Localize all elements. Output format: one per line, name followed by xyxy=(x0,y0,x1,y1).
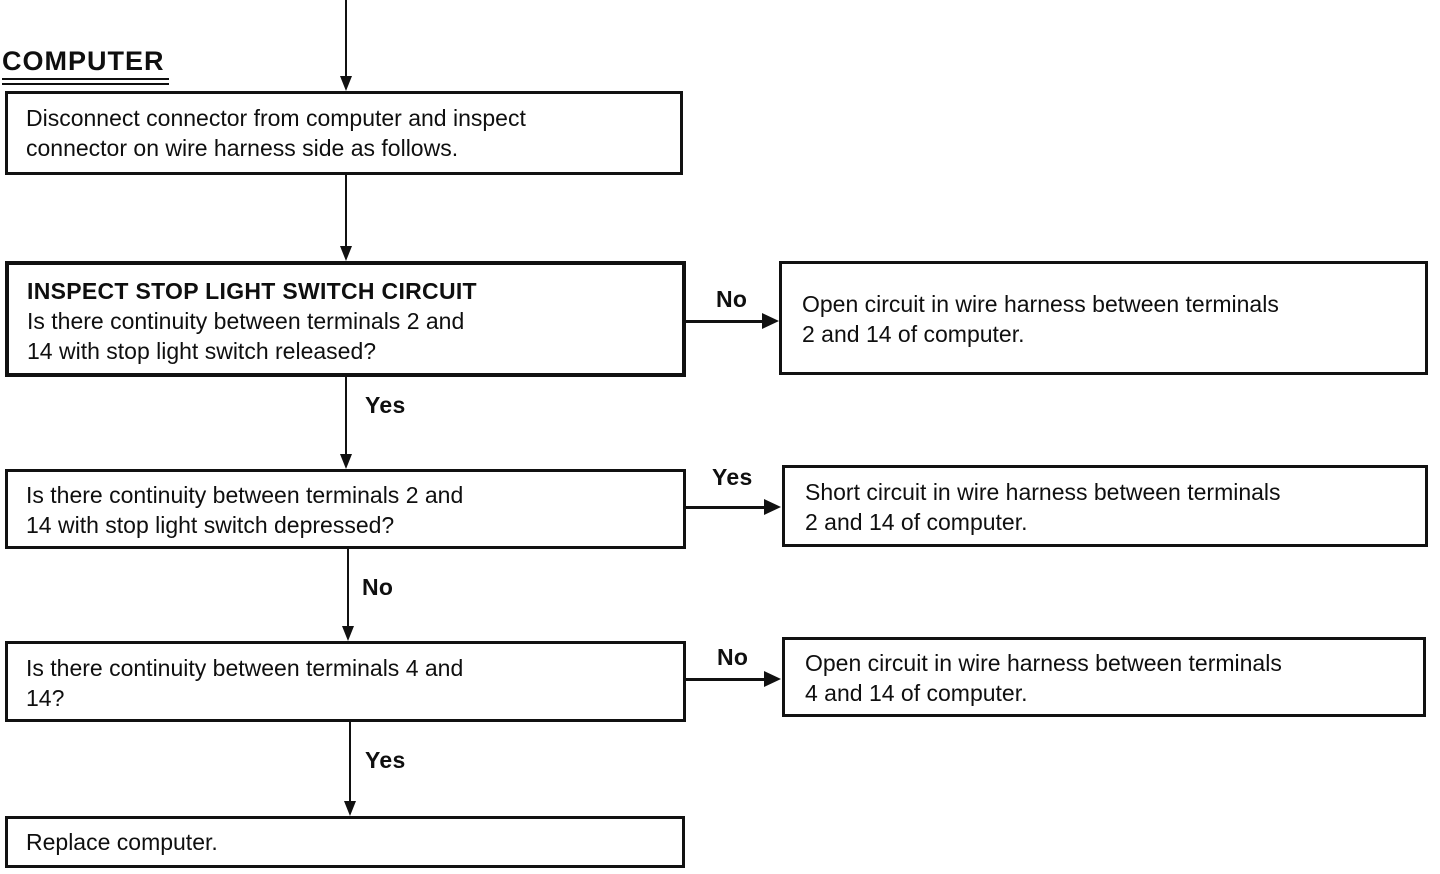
flow-node-text: 2 and 14 of computer. xyxy=(805,509,1028,535)
branch-label-yes: Yes xyxy=(365,747,406,773)
arrow-right-icon xyxy=(764,671,781,687)
flow-node-text: Open circuit in wire harness between ter… xyxy=(805,650,1282,676)
branch-label-no: No xyxy=(362,574,394,600)
connector-line xyxy=(349,722,351,801)
connector-line xyxy=(347,549,349,626)
arrow-down-icon xyxy=(340,246,352,261)
branch-label-no: No xyxy=(716,286,748,312)
flow-node-text: Is there continuity between terminals 4 … xyxy=(26,655,464,681)
flow-node-text: Is there continuity between terminals 2 … xyxy=(27,308,465,334)
branch-line xyxy=(686,678,766,681)
flow-node-text: Replace computer. xyxy=(26,829,218,855)
connector-line xyxy=(345,377,347,454)
flow-node-text: Short circuit in wire harness between te… xyxy=(805,479,1281,505)
arrow-right-icon xyxy=(762,313,779,329)
flow-node-text: 4 and 14 of computer. xyxy=(805,680,1028,706)
arrow-down-icon xyxy=(340,454,352,469)
flow-node-terminals-4-14: Is there continuity between terminals 4 … xyxy=(5,641,686,722)
connector-entry-line xyxy=(345,0,347,76)
arrow-down-icon xyxy=(340,76,352,91)
flow-node-open-circuit-2-14: Open circuit in wire harness between ter… xyxy=(779,261,1428,375)
flow-node-text: 14 with stop light switch released? xyxy=(27,338,377,364)
flow-node-switch-depressed: Is there continuity between terminals 2 … xyxy=(5,469,686,549)
flow-node-intro: Disconnect connector from computer and i… xyxy=(5,91,683,175)
page-title: COMPUTER xyxy=(2,46,169,85)
flow-node-short-circuit-2-14: Short circuit in wire harness between te… xyxy=(782,465,1428,547)
flow-node-inspect-stop-light-switch: INSPECT STOP LIGHT SWITCH CIRCUIT Is the… xyxy=(5,261,686,377)
flow-node-text: 14 with stop light switch depressed? xyxy=(26,512,395,538)
branch-line xyxy=(686,320,764,323)
flow-node-text: 2 and 14 of computer. xyxy=(802,321,1025,347)
arrow-down-icon xyxy=(342,626,354,641)
flow-node-replace-computer: Replace computer. xyxy=(5,816,685,868)
connector-line xyxy=(345,175,347,246)
arrow-right-icon xyxy=(764,499,781,515)
flow-node-text: Disconnect connector from computer and i… xyxy=(26,105,526,131)
flow-node-open-circuit-4-14: Open circuit in wire harness between ter… xyxy=(782,637,1426,717)
flow-node-text: Open circuit in wire harness between ter… xyxy=(802,291,1279,317)
branch-label-no: No xyxy=(717,644,749,670)
arrow-down-icon xyxy=(344,801,356,816)
branch-label-yes: Yes xyxy=(712,464,753,490)
branch-line xyxy=(686,506,766,509)
flow-node-text: Is there continuity between terminals 2 … xyxy=(26,482,464,508)
flow-node-title: INSPECT STOP LIGHT SWITCH CIRCUIT xyxy=(27,278,477,304)
branch-label-yes: Yes xyxy=(365,392,406,418)
flow-node-text: 14? xyxy=(26,685,65,711)
flow-node-text: connector on wire harness side as follow… xyxy=(26,135,459,161)
